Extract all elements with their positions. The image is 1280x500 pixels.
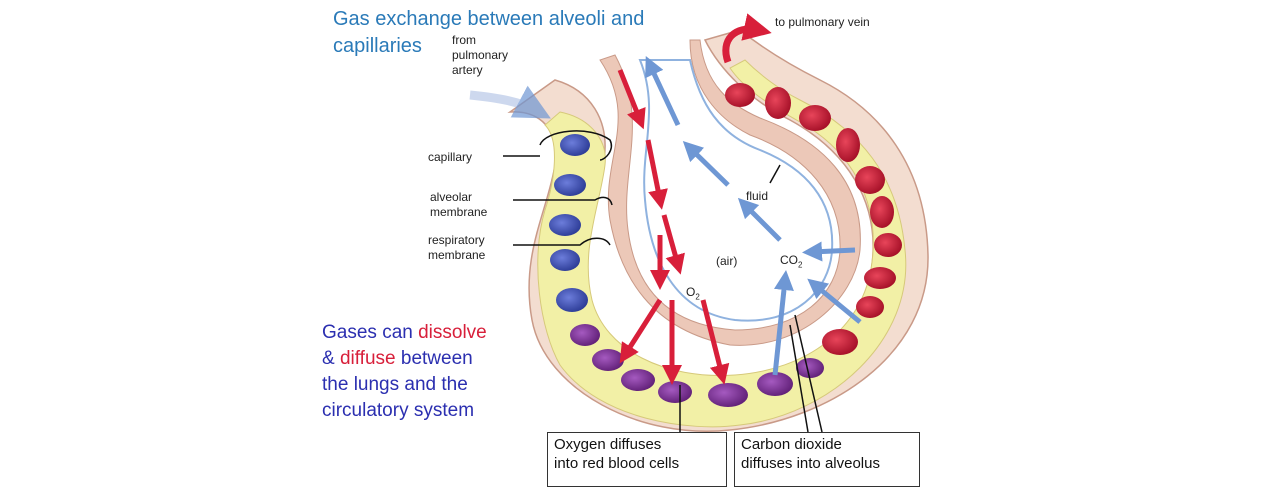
fluid-label: fluid: [746, 189, 769, 203]
title-line-2: capillaries: [333, 35, 422, 57]
alveolus-air-space: [638, 59, 834, 322]
co2-callout-box: Carbon dioxide diffuses into alveolus: [734, 432, 920, 487]
co2-subscript: 2: [798, 260, 803, 270]
rbc-mixed-group: [570, 324, 824, 407]
air-label: (air): [716, 254, 738, 268]
respiratory-membrane-line-1: respiratory: [428, 233, 485, 247]
rbc-purple-4: [658, 381, 692, 403]
from-artery-line-3: artery: [452, 63, 483, 77]
from-artery-line-2: pulmonary: [452, 48, 509, 62]
o2-subscript: 2: [695, 292, 700, 302]
rbc-purple-6: [757, 372, 793, 396]
rbc-purple-7: [796, 358, 824, 378]
alveolar-membrane-line-1: alveolar: [430, 190, 473, 204]
oxygen-callout-line-1: Oxygen diffuses: [554, 436, 662, 453]
respiratory-membrane-line-2: membrane: [428, 248, 486, 262]
note-diffuse: diffuse: [339, 348, 396, 369]
co2-arrows: [645, 55, 862, 376]
note-dissolve: dissolve: [418, 322, 487, 343]
rbc-purple-2: [592, 349, 624, 371]
rbc-blue-2: [554, 174, 586, 196]
rbc-blue-1: [560, 134, 590, 156]
rbc-red-9: [856, 296, 884, 318]
rbc-purple-5: [708, 383, 748, 407]
rbc-red-1: [725, 83, 755, 107]
o2-label: O2: [686, 285, 700, 304]
from-artery-line-1: from: [452, 33, 476, 47]
capillary-label: capillary: [428, 150, 473, 164]
oxygen-callout-line-2: into red blood cells: [554, 455, 680, 472]
rbc-red-4: [836, 128, 860, 162]
to-vein-label: to pulmonary vein: [775, 15, 870, 29]
co2-label: CO2: [780, 253, 802, 272]
inflow-arrow: [469, 85, 551, 119]
leader-lines: [503, 130, 823, 433]
rbc-red-10: [822, 329, 858, 355]
co2-callout-line-1: Carbon dioxide: [741, 436, 842, 453]
note-w5: between: [395, 348, 473, 369]
rbc-purple-3: [621, 369, 655, 391]
alveolar-membrane-label: alveolar membrane: [430, 190, 487, 220]
alveolar-membrane-line-2: membrane: [430, 205, 488, 219]
rbc-red-8: [864, 267, 896, 289]
title-line-1: Gas exchange between alveoli and: [333, 8, 645, 30]
dissolve-diffuse-note: Gases can dissolve & diffuse between the…: [322, 320, 542, 424]
note-line-2: & diffuse between: [322, 346, 542, 372]
respiratory-membrane-label: respiratory membrane: [428, 233, 485, 263]
rbc-purple-1: [570, 324, 600, 346]
note-w1: Gases can: [322, 322, 419, 343]
rbc-red-6: [870, 196, 894, 228]
note-line-3: the lungs and the: [322, 374, 468, 395]
note-w3: &: [322, 348, 340, 369]
o2-symbol: O: [686, 285, 696, 299]
rbc-blue-3: [549, 214, 581, 236]
rbc-blue-4: [550, 249, 580, 271]
rbc-red-7: [874, 233, 902, 257]
from-artery-label: from pulmonary artery: [452, 33, 508, 78]
outflow-arrow: [722, 13, 772, 64]
oxygen-arrows: [617, 69, 730, 385]
note-line-1: Gases can dissolve: [322, 320, 542, 346]
rbc-red-5: [855, 166, 885, 194]
oxygen-callout-box: Oxygen diffuses into red blood cells: [547, 432, 727, 487]
co2-callout-line-2: diffuses into alveolus: [741, 455, 880, 472]
rbc-oxygenated-group: [725, 83, 902, 355]
co2-symbol: CO: [780, 253, 798, 267]
rbc-red-2: [765, 87, 791, 119]
rbc-red-3: [799, 105, 831, 131]
rbc-blue-5: [556, 288, 588, 312]
note-line-4: circulatory system: [322, 400, 475, 421]
rbc-deoxygenated-group: [549, 134, 590, 312]
capillary-channel: [537, 59, 907, 428]
